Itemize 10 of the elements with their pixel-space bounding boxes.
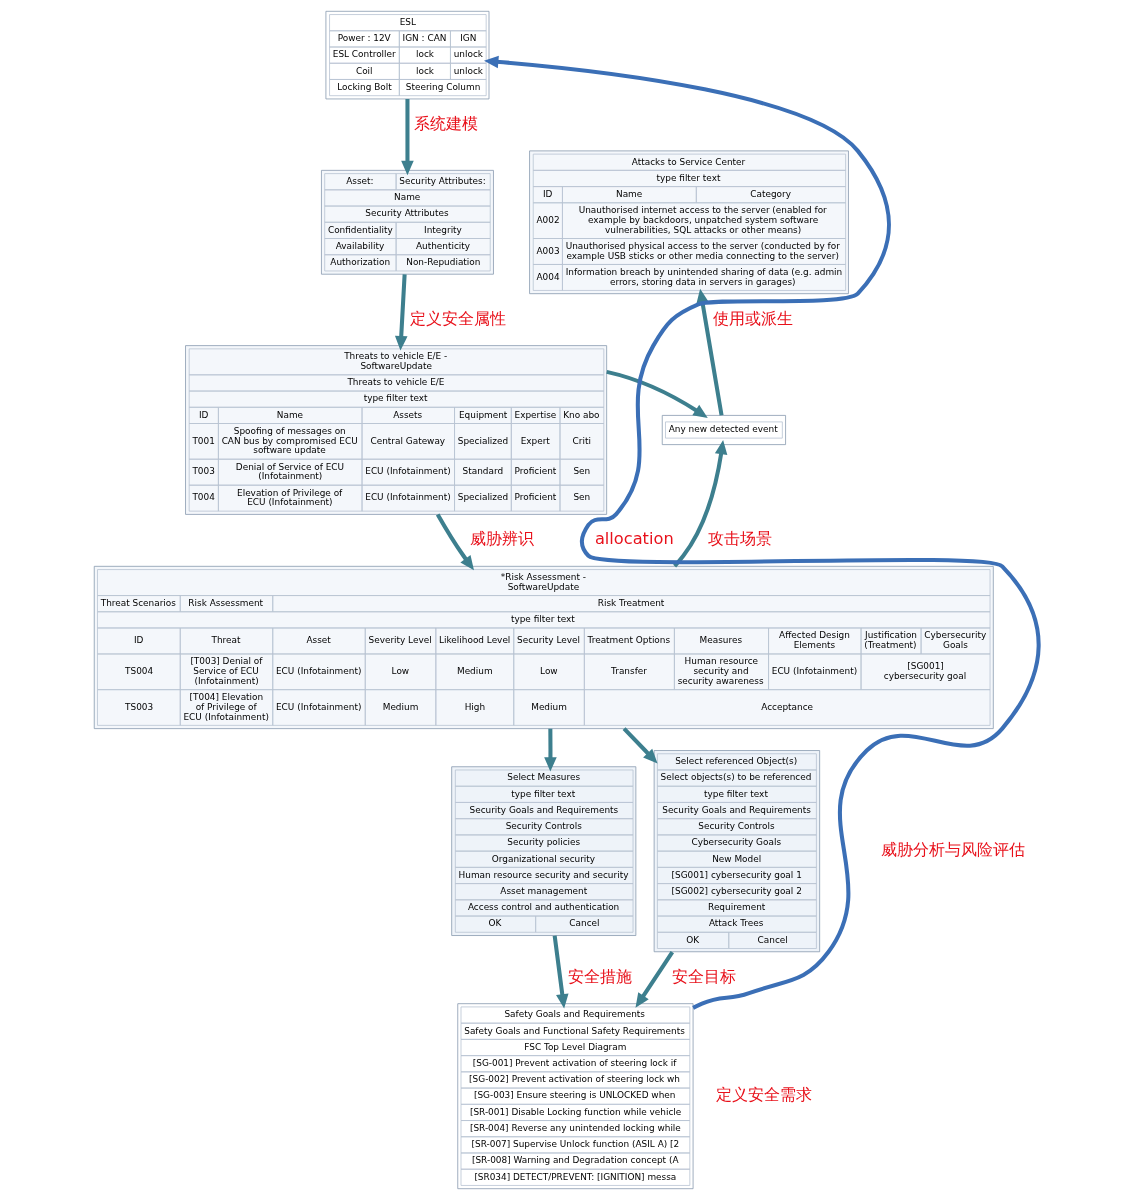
edge-label: 威胁辨识 [469, 529, 534, 549]
edge-label: 定义安全属性 [409, 308, 506, 328]
edge-label: 安全措施 [568, 966, 633, 986]
edge-label: 使用或派生 [713, 308, 794, 328]
label: 威胁分析与风险评估 [880, 840, 1025, 860]
label: 定义安全需求 [715, 1085, 812, 1105]
edge-label: 安全目标 [671, 966, 736, 986]
edge-label: 攻击场景 [707, 529, 772, 549]
edge-label: allocation [594, 529, 674, 549]
edge-label: 系统建模 [413, 113, 478, 133]
